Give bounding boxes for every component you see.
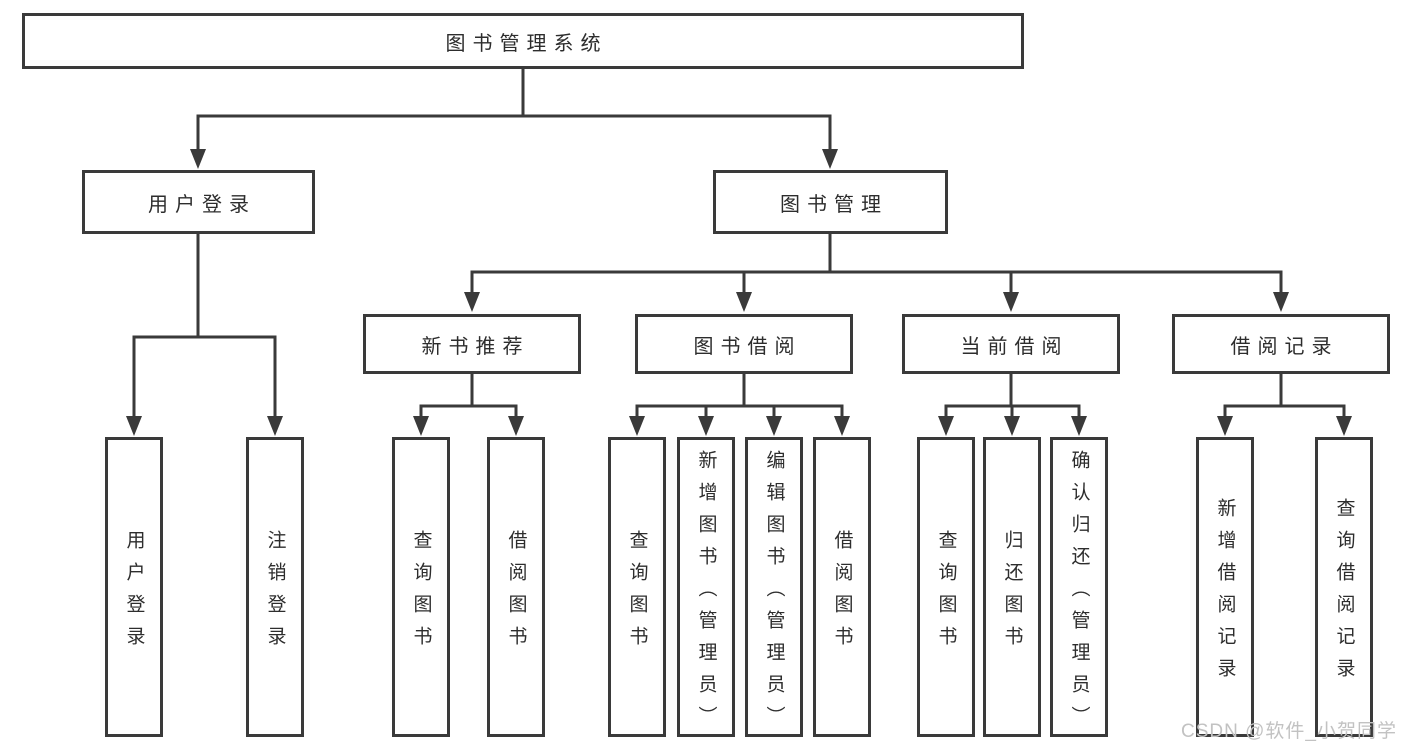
node-label: 查询图书	[935, 529, 957, 658]
leaf-borrow-books: 借阅图书	[813, 437, 871, 737]
leaf-edit-books-admin: 编辑图书（管理员）	[745, 437, 803, 738]
node-borrowing-records: 借阅记录	[1172, 314, 1390, 374]
node-label: 借阅图书	[505, 529, 527, 658]
leaf-query-books-borrowing: 查询图书	[608, 437, 666, 737]
node-label: 归还图书	[1001, 529, 1023, 658]
leaf-return-books: 归还图书	[983, 437, 1041, 737]
node-label: 新增图书（管理员）	[695, 449, 717, 738]
leaf-logout: 注销登录	[246, 437, 304, 737]
node-label: 查询图书	[626, 529, 648, 658]
leaf-query-books-recommend: 查询图书	[392, 437, 450, 737]
leaf-user-login: 用户登录	[105, 437, 163, 737]
node-label: 确认归还（管理员）	[1068, 449, 1090, 738]
leaf-query-borrow-record: 查询借阅记录	[1315, 437, 1373, 737]
node-book-borrowing: 图书借阅	[635, 314, 853, 374]
leaf-add-borrow-record: 新增借阅记录	[1196, 437, 1254, 737]
node-label: 新增借阅记录	[1214, 497, 1236, 690]
node-library-system: 图书管理系统	[22, 13, 1024, 69]
node-label: 新书推荐	[421, 335, 530, 358]
leaf-borrow-books-recommend: 借阅图书	[487, 437, 545, 737]
node-label: 图书借阅	[693, 335, 802, 358]
node-book-management: 图书管理	[713, 170, 948, 234]
leaf-add-books-admin: 新增图书（管理员）	[677, 437, 735, 738]
node-label: 用户登录	[148, 193, 256, 216]
csdn-watermark: CSDN @软件_小贺同学	[1181, 721, 1397, 742]
leaf-confirm-return-admin: 确认归还（管理员）	[1050, 437, 1108, 738]
node-label: 注销登录	[264, 529, 286, 658]
node-label: 图书管理系统	[445, 32, 608, 55]
node-current-borrowing: 当前借阅	[902, 314, 1120, 374]
node-label: 图书管理	[780, 193, 888, 216]
node-label: 借阅记录	[1230, 335, 1339, 358]
node-label: 借阅图书	[831, 529, 853, 658]
node-label: 查询借阅记录	[1333, 497, 1355, 690]
node-label: 查询图书	[410, 529, 432, 658]
node-new-book-recommend: 新书推荐	[363, 314, 581, 374]
node-label: 用户登录	[123, 529, 145, 658]
leaf-query-books-current: 查询图书	[917, 437, 975, 737]
node-user-login: 用户登录	[82, 170, 315, 234]
node-label: 编辑图书（管理员）	[763, 449, 785, 738]
node-label: 当前借阅	[960, 335, 1069, 358]
